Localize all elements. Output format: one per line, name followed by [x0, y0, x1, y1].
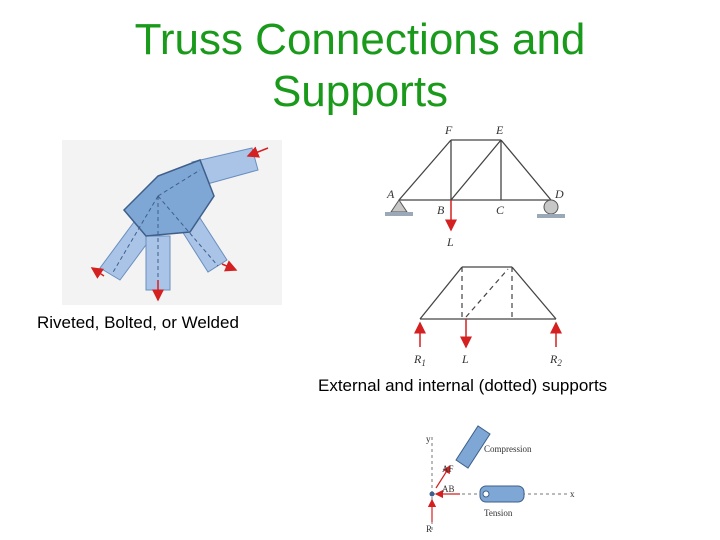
axis-label-x: x	[570, 489, 575, 499]
reaction-label-r1: R1	[413, 352, 426, 368]
force-arrow-right	[221, 260, 238, 272]
compression-label: Compression	[484, 444, 532, 454]
force-label-af: AF	[442, 464, 454, 474]
joint-pin	[429, 491, 435, 497]
tension-member	[479, 485, 525, 503]
member-bottom	[145, 235, 171, 291]
node-label-d: D	[554, 187, 564, 201]
compression-member	[455, 425, 491, 469]
load-label-l2: L	[461, 352, 469, 366]
axis-label-y: y	[426, 434, 431, 444]
node-label-c: C	[496, 203, 505, 217]
tension-label: Tension	[484, 508, 513, 518]
joint-freebody-figure: y x Compression Tension AF AB R	[426, 425, 575, 534]
reaction-label-r2: R2	[549, 352, 562, 368]
gusset-connection-figure	[62, 140, 282, 305]
node-label-f: F	[444, 123, 453, 137]
node-label-a: A	[386, 187, 395, 201]
title-line-1: Truss Connections and	[134, 15, 586, 64]
force-arrow-upper-right	[246, 146, 269, 158]
gusset-plate	[122, 159, 215, 237]
title-line-2: Supports	[271, 67, 449, 116]
force-arrow-af	[435, 464, 451, 489]
roller-support-d	[543, 199, 559, 215]
node-label-e: E	[495, 123, 504, 137]
node-label-b: B	[437, 203, 445, 217]
pin-support-a	[390, 199, 408, 213]
caption-supports: External and internal (dotted) supports	[318, 376, 608, 395]
force-arrow-left	[90, 267, 105, 279]
slide-title: Truss Connections and Supports	[0, 14, 720, 118]
force-label-r: R	[426, 524, 432, 534]
load-label-l: L	[446, 235, 454, 249]
reaction-diagram-figure: R1 L R2	[413, 266, 562, 368]
caption-connections: Riveted, Bolted, or Welded	[37, 313, 239, 332]
force-label-ab: AB	[442, 484, 455, 494]
truss-supports-figure: A F E D B C L	[385, 123, 565, 249]
